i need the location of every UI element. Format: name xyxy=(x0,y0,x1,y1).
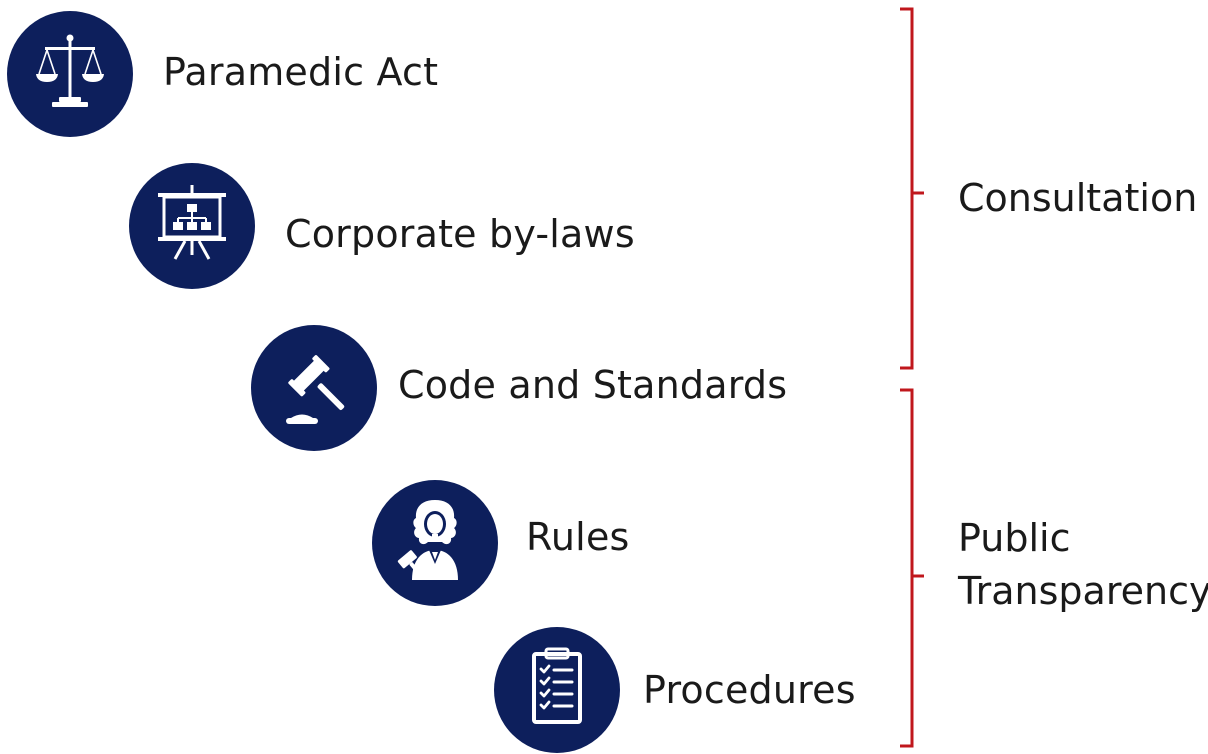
consultation-bracket xyxy=(900,7,924,370)
group-label-consultation: Consultation xyxy=(958,172,1197,225)
icon-circle xyxy=(129,163,255,289)
group-label-line: Consultation xyxy=(958,176,1198,220)
scales-of-justice-icon xyxy=(36,34,104,107)
icon-circle xyxy=(494,627,620,753)
org-chart-presentation-icon xyxy=(158,185,226,260)
item-label: Procedures xyxy=(643,668,856,712)
checklist-icon xyxy=(532,647,582,724)
gavel-icon xyxy=(286,355,345,424)
item-label: Corporate by-laws xyxy=(285,212,635,256)
item-label: Paramedic Act xyxy=(163,50,439,94)
group-label-line: Transparency xyxy=(958,569,1208,613)
item-label: Code and Standards xyxy=(398,363,788,407)
item-label: Rules xyxy=(526,515,630,559)
judge-icon xyxy=(397,500,458,580)
group-label-line: Public xyxy=(958,516,1071,560)
icon-circle xyxy=(251,325,377,451)
group-label-public-transparency: Public Transparency xyxy=(958,512,1208,618)
icon-circle xyxy=(7,11,133,137)
public-transparency-bracket xyxy=(900,388,924,748)
group-brackets xyxy=(900,7,924,748)
icon-circle xyxy=(372,480,498,606)
